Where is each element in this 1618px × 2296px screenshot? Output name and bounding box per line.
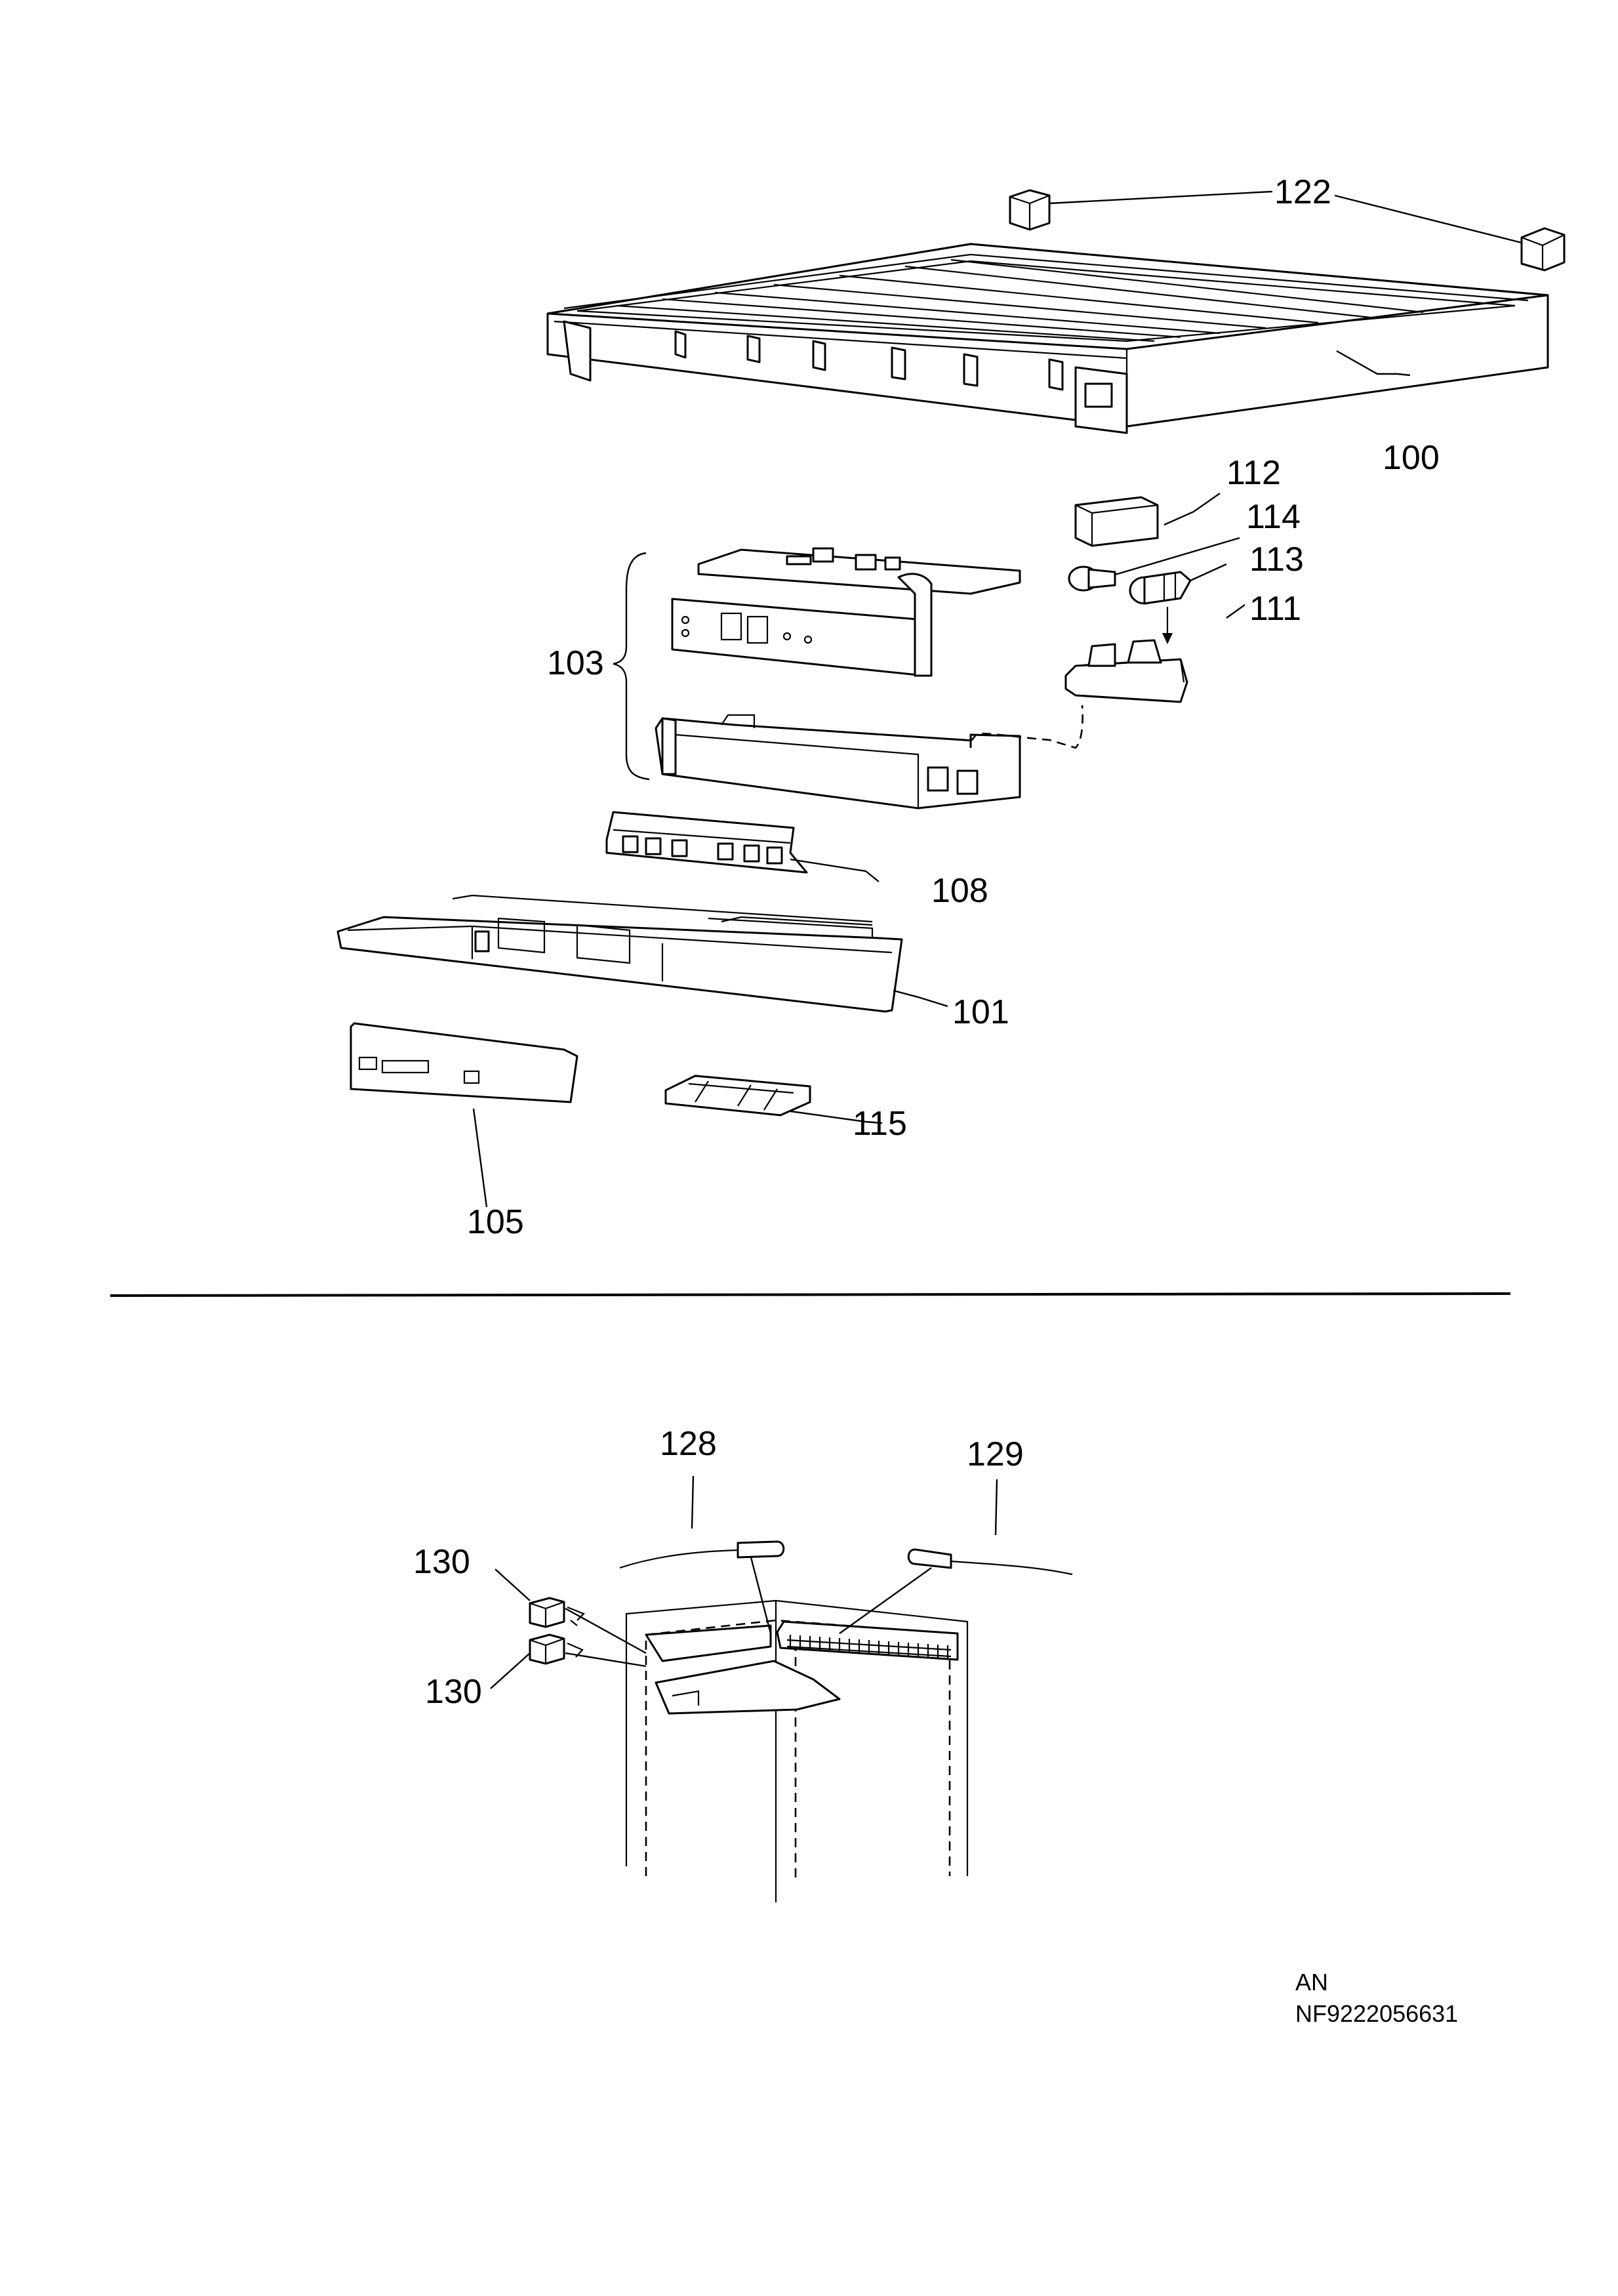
callout-114: 114 <box>1246 498 1301 536</box>
drawing-code: NF9222056631 <box>1295 2000 1458 2027</box>
part-111-lamp-base <box>1064 639 1188 703</box>
cabinet-interior <box>625 1599 969 1902</box>
part-105-front-trim <box>350 1022 578 1103</box>
callout-129: 129 <box>967 1435 1024 1473</box>
leader-lines-bottom <box>490 1475 998 1689</box>
callout-103: 103 <box>547 644 604 682</box>
leader-lines-top <box>472 190 1522 1208</box>
region-code: AN <box>1295 1969 1328 1996</box>
part-128-temperature-sensor <box>619 1540 785 1634</box>
callout-108: 108 <box>931 872 988 910</box>
part-129-temperature-sensor <box>839 1548 1073 1634</box>
callout-115: 115 <box>853 1105 907 1143</box>
callout-101: 101 <box>952 993 1009 1031</box>
part-122-hinge-covers <box>1009 189 1566 272</box>
part-114-lamp-bulb <box>1068 565 1116 592</box>
part-130-clips <box>529 1597 585 1665</box>
callout-105: 105 <box>467 1203 524 1241</box>
assembly-arrow <box>1162 607 1173 644</box>
callout-130-lower: 130 <box>425 1673 482 1711</box>
callout-122: 122 <box>1274 173 1331 211</box>
part-113-lamp-holder <box>1129 571 1192 605</box>
part-101-front-panel <box>336 894 903 1013</box>
part-115-filter-insert <box>664 1075 811 1117</box>
part-103-display-panel <box>671 573 933 677</box>
callout-100: 100 <box>1383 439 1440 477</box>
part-103-housing <box>655 714 1021 810</box>
part-100-top-cover <box>546 243 1549 434</box>
callout-113: 113 <box>1249 541 1304 579</box>
evaporator-fins <box>776 1620 959 1661</box>
wire-harness-dashed <box>970 705 1083 749</box>
callout-112: 112 <box>1226 454 1281 492</box>
callout-111: 111 <box>1249 590 1301 628</box>
bracket-103 <box>613 552 650 781</box>
callout-130-upper: 130 <box>413 1543 470 1581</box>
section-divider <box>110 1292 1511 1297</box>
callout-128: 128 <box>660 1425 717 1463</box>
part-108-switch-bracket <box>605 811 808 874</box>
part-103-control-board <box>697 547 1021 595</box>
part-112-cap <box>1074 496 1159 547</box>
